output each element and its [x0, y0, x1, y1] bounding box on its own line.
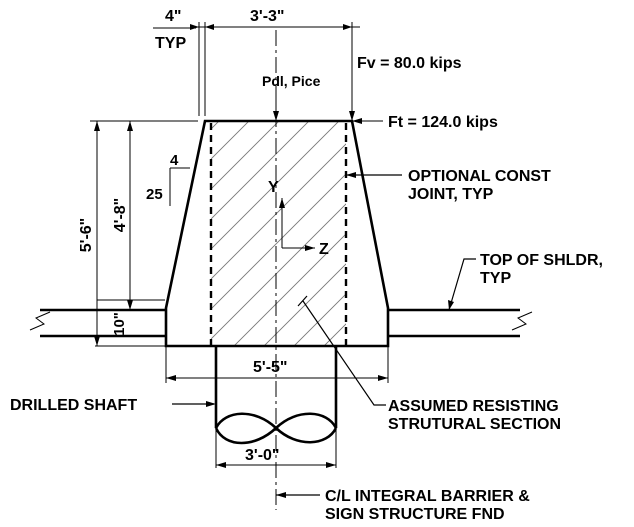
- batter-rise: 25: [146, 186, 163, 203]
- centerline-line2: SIGN STRUCTURE FND: [325, 506, 505, 523]
- dim-top-offset: 4": [165, 8, 181, 25]
- dim-base-height: 10": [111, 312, 128, 336]
- dim-top-offset-note: TYP: [155, 35, 186, 52]
- shoulder-line1: TOP OF SHLDR,: [480, 252, 603, 269]
- const-joint-leader: [346, 172, 402, 178]
- axes: [279, 198, 315, 251]
- resisting-line1: ASSUMED RESISTING: [388, 398, 559, 415]
- drilled-shaft-leader: [172, 401, 216, 407]
- shoulder-right: [389, 308, 533, 338]
- resisting-section-hatch: [211, 121, 346, 346]
- ft-arrow: [352, 118, 383, 124]
- dim-total-height: 5'-6": [78, 218, 95, 253]
- shoulder-left: [29, 308, 165, 338]
- resisting-leader: [297, 295, 386, 406]
- shoulder-leader: [448, 258, 476, 311]
- top-dimension: [190, 22, 360, 116]
- shoulder-line2: TYP: [480, 270, 511, 287]
- fv-arrow: [349, 62, 355, 121]
- centerline-leader: [276, 492, 320, 498]
- batter-run: 4: [170, 152, 179, 169]
- dim-base-width: 5'-5": [253, 359, 288, 376]
- axis-y-label: Y: [268, 179, 279, 196]
- base-width-dimension: [165, 347, 389, 383]
- fv-label: Fv = 80.0 kips: [357, 55, 462, 72]
- axis-z-label: Z: [319, 241, 329, 258]
- batter-slope: [169, 167, 190, 206]
- const-joint-line1: OPTIONAL CONST: [408, 168, 551, 185]
- vertical-load-label: Pdl, Pice: [262, 73, 321, 89]
- dim-top-width: 3'-3": [250, 8, 285, 25]
- height-dimensions: [90, 120, 198, 347]
- resisting-line2: STRUTURAL SECTION: [388, 416, 561, 433]
- dim-upper-height: 4'-8": [112, 198, 129, 233]
- ft-label: Ft = 124.0 kips: [388, 114, 498, 131]
- shaft-diameter-dimension: [215, 430, 337, 468]
- dim-shaft-diameter: 3'-0": [245, 447, 280, 464]
- foundation-outline: [164, 119, 390, 348]
- drilled-shaft-label: DRILLED SHAFT: [10, 397, 137, 414]
- centerline-line1: C/L INTEGRAL BARRIER &: [325, 488, 530, 505]
- vertical-load-arrow: [273, 98, 279, 121]
- const-joint-line2: JOINT, TYP: [408, 186, 494, 203]
